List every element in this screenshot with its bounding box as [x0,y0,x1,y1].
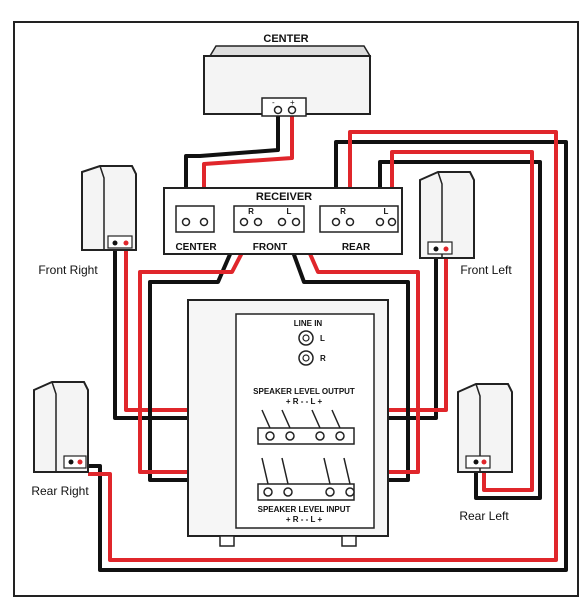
output-terminal-block [257,409,355,445]
center-speaker: CENTER - + [203,33,372,117]
receiver: RECEIVER CENTER R L FRONT R L REAR [163,187,403,255]
speaker-level-output-label: SPEAKER LEVEL OUTPUT [253,387,355,396]
svg-text:R: R [340,207,346,216]
svg-text:L: L [287,207,292,216]
svg-text:+: + [290,98,295,107]
receiver-center-terminals [175,205,215,233]
front-left-label: Front Left [460,263,512,277]
svg-text:-: - [272,98,275,107]
svg-text:L: L [320,334,325,343]
rear-right-speaker: Rear Right [31,381,89,498]
center-terminal-minus [273,105,283,115]
outer-frame [13,21,579,597]
output-polarity-label: + R - - L + [286,397,323,406]
center-terminal-plus [287,105,297,115]
line-in-label: LINE IN [294,319,323,328]
rear-right-label: Rear Right [31,484,89,498]
input-terminal-block [257,457,355,501]
speaker-level-input-label: SPEAKER LEVEL INPUT [258,505,351,514]
subwoofer-foot-left [219,535,235,547]
receiver-center-label: CENTER [175,242,217,253]
rear-left-speaker: Rear Left [457,383,513,523]
svg-text:L: L [384,207,389,216]
front-right-speaker: Front Right [38,165,137,277]
receiver-rear-label: REAR [342,242,371,253]
rear-left-label: Rear Left [459,509,509,523]
front-left-speaker: Front Left [419,171,512,277]
svg-text:R: R [248,207,254,216]
receiver-label: RECEIVER [256,191,312,203]
front-right-label: Front Right [38,263,98,277]
wire-rear-l-red [390,150,534,492]
wire-center-black [184,116,280,210]
center-terminal-plate [261,97,307,117]
svg-text:R: R [320,354,326,363]
wire-rear-r-black [78,140,568,572]
center-speaker-label: CENTER [263,33,308,45]
wire-rear-l-black [378,160,542,500]
subwoofer-foot-right [341,535,357,547]
input-polarity-label: + R - - L + [286,515,323,524]
receiver-front-label: FRONT [253,242,287,253]
subwoofer: LINE IN L R SPEAKER LEVEL OUTPUT + R - -… [187,299,389,547]
wire-rear-r-red [88,130,558,562]
